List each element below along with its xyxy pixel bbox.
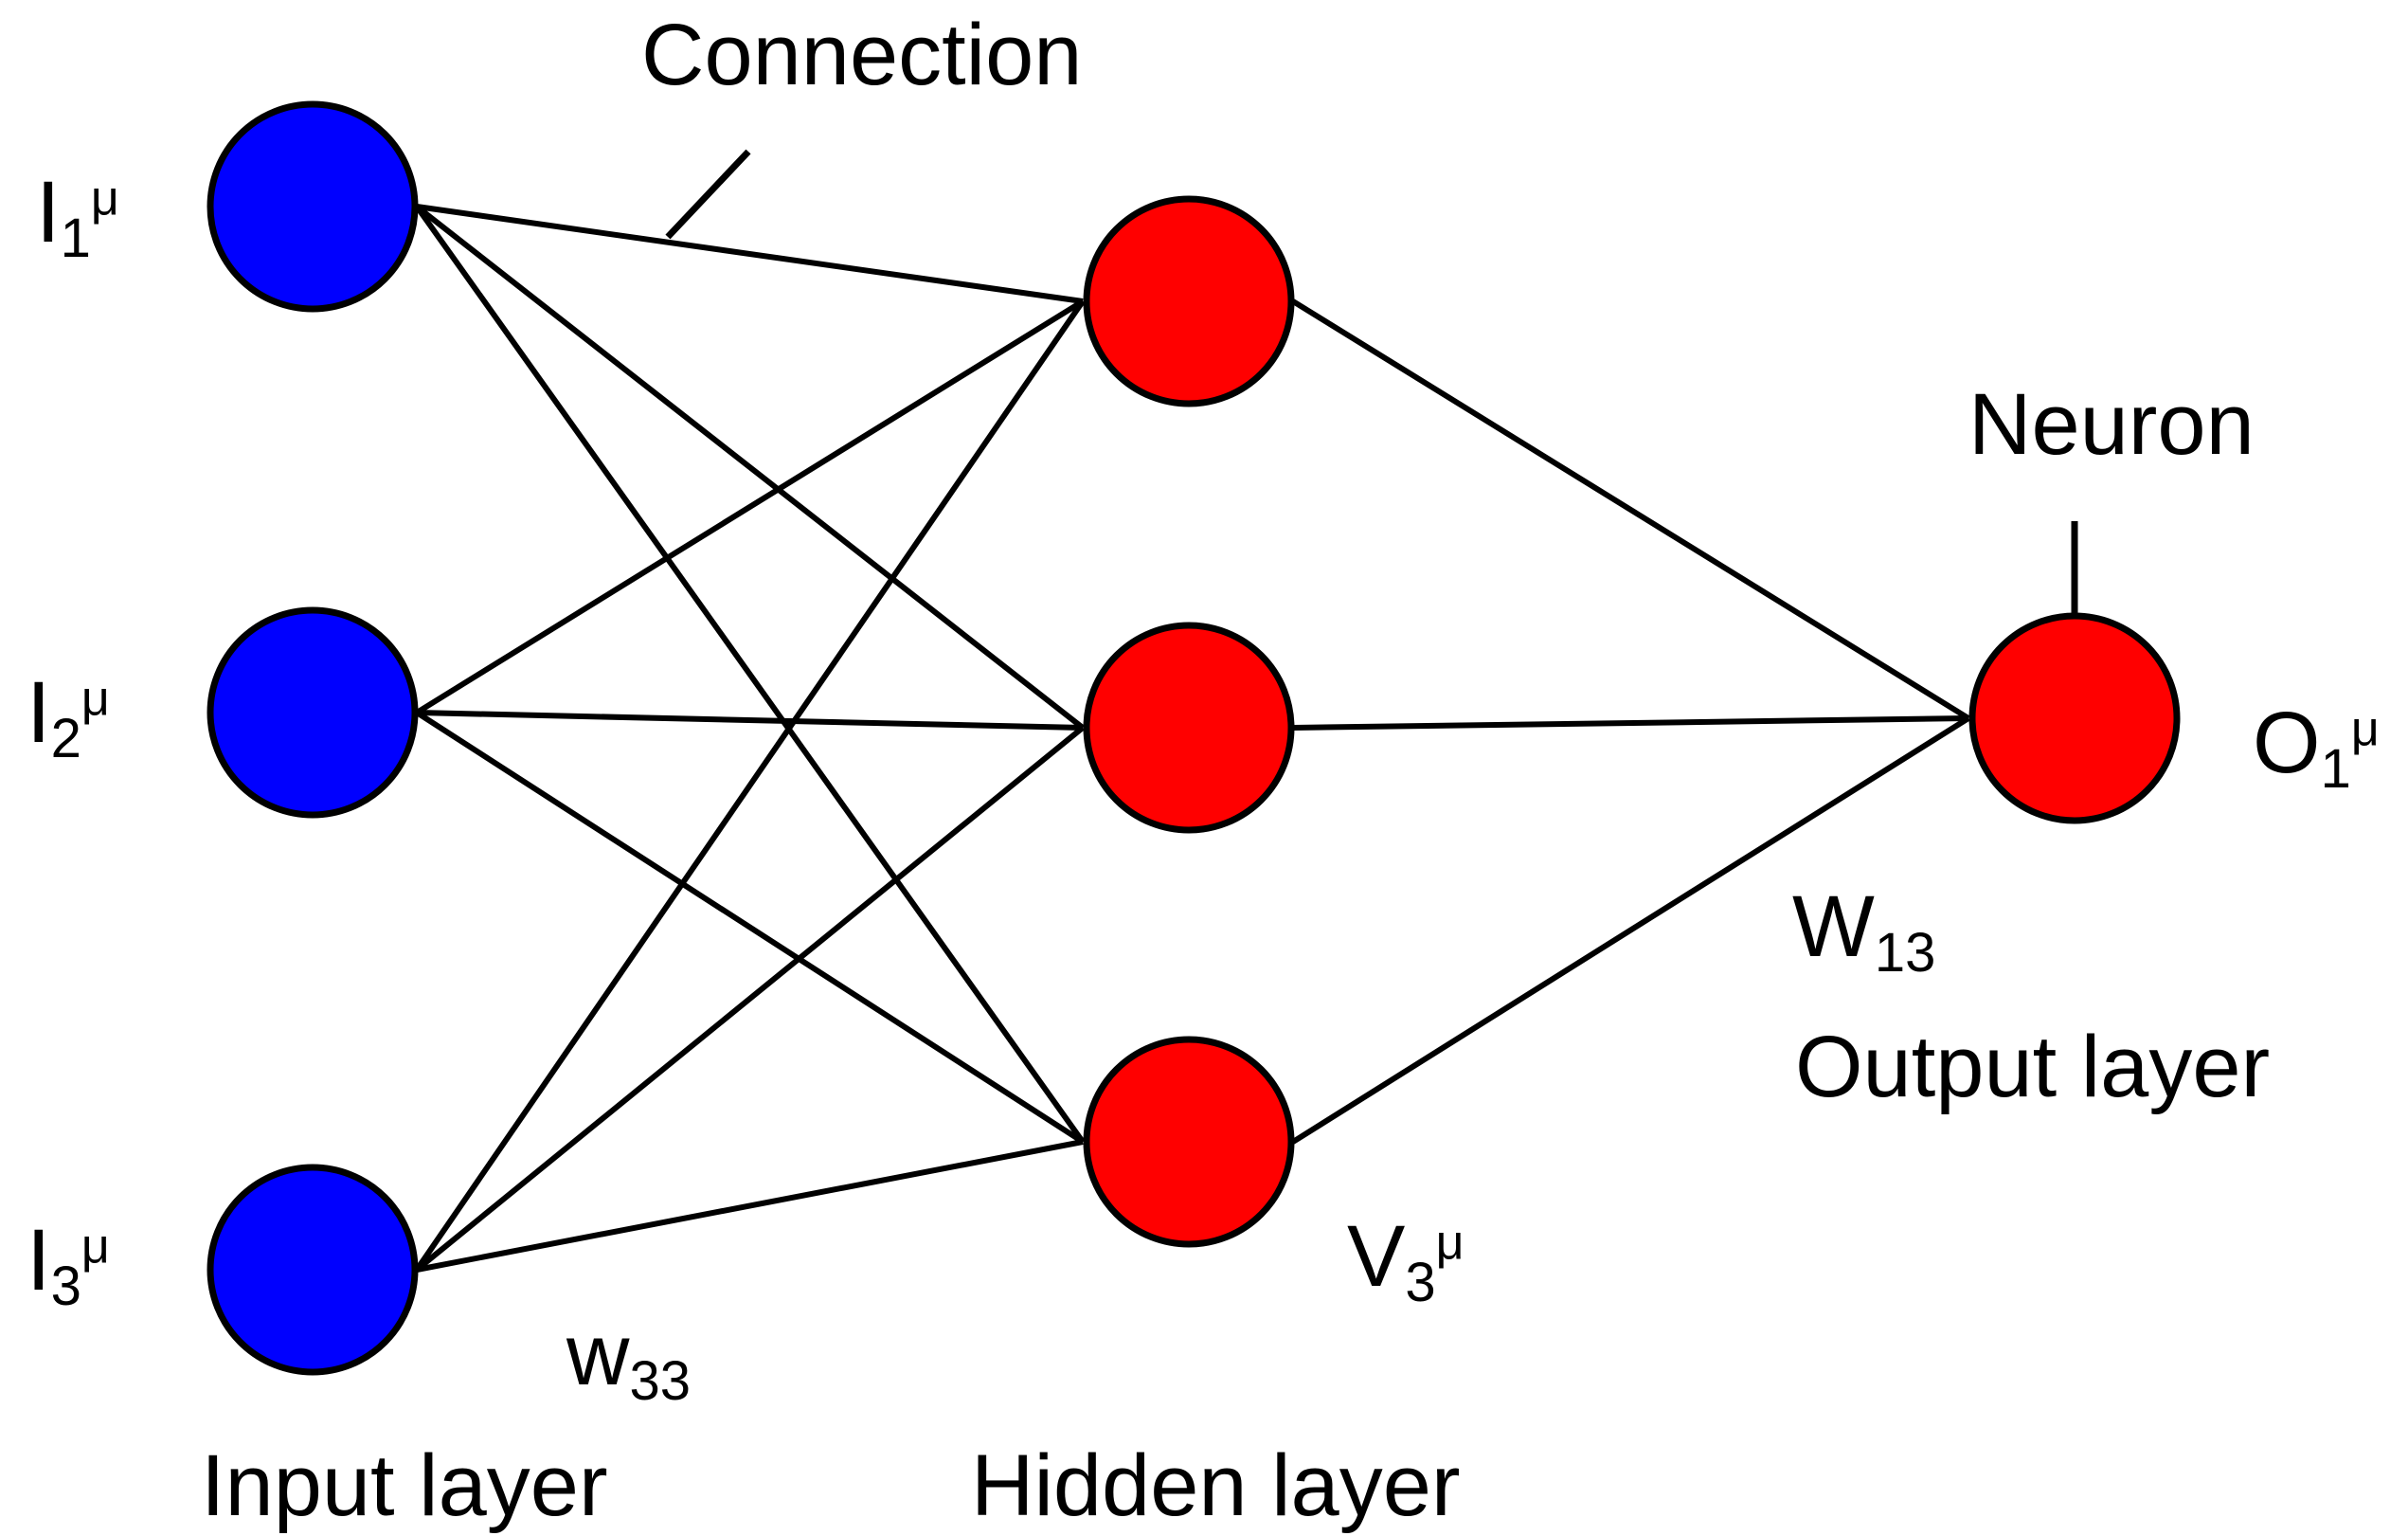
input-layer-label: Input layer xyxy=(201,1437,608,1534)
connection-input-1-hidden-2 xyxy=(415,204,1085,731)
connection-hidden-2-output-1 xyxy=(1292,715,1969,731)
output-symbol: O1μ xyxy=(2253,699,2380,797)
output-symbol-base: O xyxy=(2253,695,2321,791)
hidden-symbol-base: V xyxy=(1347,1208,1406,1305)
connection-input-2-hidden-1 xyxy=(415,298,1085,715)
input-symbol-2-sub: 2 xyxy=(50,708,81,770)
weight-hidden-output: W13 xyxy=(1792,883,1935,981)
neuron-label: Neuron xyxy=(1968,376,2255,473)
hidden-symbol: V3μ xyxy=(1347,1213,1465,1310)
neurons xyxy=(207,100,2181,1376)
weight-input-hidden: w33 xyxy=(566,1311,691,1409)
hidden-symbol-sub: 3 xyxy=(1405,1252,1436,1314)
connection-input-2-hidden-3 xyxy=(415,710,1085,1145)
input-symbol-3: I3μ xyxy=(27,1217,110,1314)
output-symbol-sup: μ xyxy=(2350,701,2380,757)
input-neuron-1 xyxy=(207,100,419,313)
weight-hidden-output-base: W xyxy=(1792,878,1875,975)
input-neuron-3 xyxy=(207,1164,419,1376)
input-symbol-2-base: I xyxy=(27,664,51,761)
input-symbol-3-base: I xyxy=(27,1212,51,1309)
connection-callout-line xyxy=(665,149,751,240)
connection-label: Connection xyxy=(641,7,1083,103)
input-symbol-1-sup: μ xyxy=(90,171,119,226)
weight-hidden-output-sub: 13 xyxy=(1874,922,1936,985)
input-symbol-3-sub: 3 xyxy=(50,1256,81,1318)
callout-lines xyxy=(665,149,2078,614)
connection-input-1-hidden-1 xyxy=(416,204,1084,304)
input-symbol-1-base: I xyxy=(36,164,61,261)
weight-input-hidden-sub: 33 xyxy=(629,1350,691,1413)
input-symbol-3-sup: μ xyxy=(81,1219,110,1274)
connection-input-3-hidden-2 xyxy=(415,725,1085,1273)
connection-input-2-hidden-2 xyxy=(416,710,1084,731)
weight-input-hidden-base: w xyxy=(566,1307,630,1403)
input-symbol-2-sup: μ xyxy=(81,671,110,727)
connections xyxy=(414,204,1970,1273)
output-layer-label: Output layer xyxy=(1795,1019,2271,1115)
hidden-neuron-1 xyxy=(1083,195,1295,407)
input-neuron-2 xyxy=(207,606,419,819)
hidden-symbol-sup: μ xyxy=(1435,1215,1465,1271)
connection-hidden-1-output-1 xyxy=(1291,298,1970,721)
output-neuron-1 xyxy=(1968,612,2181,824)
output-symbol-sub: 1 xyxy=(2320,738,2351,801)
connection-input-3-hidden-1 xyxy=(414,299,1086,1272)
connection-hidden-3-output-1 xyxy=(1291,715,1970,1145)
input-symbol-1-sub: 1 xyxy=(60,208,91,270)
hidden-layer-label: Hidden layer xyxy=(971,1437,1461,1534)
connection-input-1-hidden-3 xyxy=(414,205,1086,1144)
connection-input-3-hidden-3 xyxy=(416,1139,1084,1273)
hidden-neuron-2 xyxy=(1083,622,1295,834)
hidden-neuron-3 xyxy=(1083,1036,1295,1248)
input-symbol-1: I1μ xyxy=(36,169,119,266)
input-symbol-2: I2μ xyxy=(27,669,110,767)
